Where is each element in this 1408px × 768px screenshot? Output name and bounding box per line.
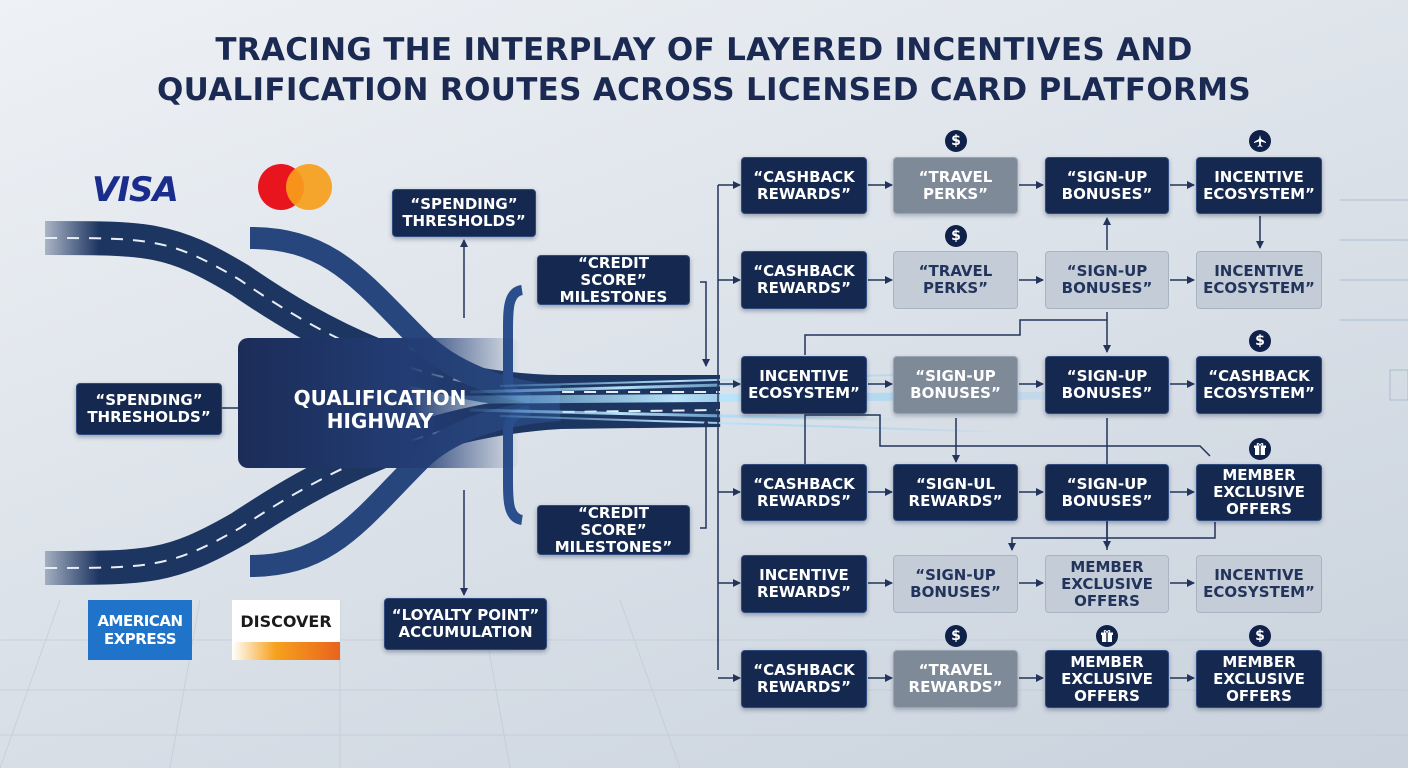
grid-node-r3-c2: “SIGN-UP BONUSES” <box>893 356 1018 414</box>
grid-node-r1-c3: “SIGN-UP BONUSES” <box>1045 157 1169 214</box>
grid-node-r4-c3: “SIGN-UP BONUSES” <box>1045 464 1169 521</box>
gift-icon <box>1096 625 1118 647</box>
left-connectors <box>222 239 710 596</box>
grid-node-r5-c4: INCENTIVE ECOSYSTEM” <box>1196 555 1322 613</box>
tech-decoration <box>1340 199 1408 401</box>
discover-logo: DISCOVER <box>232 600 340 660</box>
grid-node-r2-c4: INCENTIVE ECOSYSTEM” <box>1196 251 1322 309</box>
grid-node-r5-c2: “SIGN-UP BONUSES” <box>893 555 1018 613</box>
node-spending-thresholds-top: “SPENDING” THRESHOLDS” <box>392 189 536 237</box>
grid-node-r1-c2: “TRAVEL PERKS” <box>893 157 1018 214</box>
grid-node-r2-c1: “CASHBACK REWARDS” <box>741 251 867 309</box>
airplane-icon <box>1249 130 1271 152</box>
road-lower-dash <box>44 409 721 569</box>
grid-node-r4-c2: “SIGN-UL REWARDS” <box>893 464 1018 521</box>
node-loyalty-point: “LOYALTY POINT” ACCUMULATION <box>384 598 547 650</box>
trunk-connectors <box>717 181 741 682</box>
discover-logo-text: DISCOVER <box>240 612 332 631</box>
cross-connectors <box>804 216 1264 551</box>
road-upper-dash <box>44 237 720 393</box>
grid-node-r3-c4: “CASHBACK ECOSYSTEM” <box>1196 356 1322 414</box>
qualification-highway-label: QUALIFICATION HIGHWAY <box>293 386 467 433</box>
grid-node-r6-c1: “CASHBACK REWARDS” <box>741 650 867 708</box>
amex-logo: AMERICAN EXPRESS <box>88 600 192 660</box>
grid-node-r2-c3: “SIGN-UP BONUSES” <box>1045 251 1169 309</box>
grid-node-r2-c2: “TRAVEL PERKS” <box>893 251 1018 309</box>
dollar-icon: $ <box>1249 625 1271 647</box>
grid-node-r5-c1: INCENTIVE REWARDS” <box>741 555 867 613</box>
node-credit-score-top: “CREDIT SCORE” MILESTONES <box>537 254 690 305</box>
grid-node-r5-c3: MEMBER EXCLUSIVE OFFERS <box>1045 555 1169 613</box>
dollar-icon: $ <box>945 130 967 152</box>
dollar-icon: $ <box>945 225 967 247</box>
qualification-highway-hub <box>238 338 520 468</box>
dollar-icon: $ <box>1249 330 1271 352</box>
grid-node-r3-c3: “SIGN-UP BONUSES” <box>1045 356 1169 414</box>
mastercard-logo <box>258 164 332 210</box>
row-connectors <box>868 181 1195 682</box>
node-credit-score-bottom: “CREDIT SCORE” MILESTONES” <box>537 504 690 555</box>
grid-node-r6-c2: “TRAVEL REWARDS” <box>893 650 1018 708</box>
grid-node-r4-c1: “CASHBACK REWARDS” <box>741 464 867 521</box>
gift-icon <box>1249 438 1271 460</box>
grid-node-r1-c4: INCENTIVE ECOSYSTEM” <box>1196 157 1322 214</box>
page-title: TRACING THE INTERPLAY OF LAYERED INCENTI… <box>157 32 1251 108</box>
visa-logo: VISA <box>92 170 179 210</box>
grid-node-r4-c4: MEMBER EXCLUSIVE OFFERS <box>1196 464 1322 521</box>
grid-node-r6-c3: MEMBER EXCLUSIVE OFFERS <box>1045 650 1169 708</box>
dollar-icon: $ <box>945 625 967 647</box>
grid-node-r1-c1: “CASHBACK REWARDS” <box>741 157 867 214</box>
grid-node-r6-c4: MEMBER EXCLUSIVE OFFERS <box>1196 650 1322 708</box>
node-spending-thresholds-left: “SPENDING” THRESHOLDS” <box>76 383 222 435</box>
grid-node-r3-c1: INCENTIVE ECOSYSTEM” <box>741 356 867 414</box>
